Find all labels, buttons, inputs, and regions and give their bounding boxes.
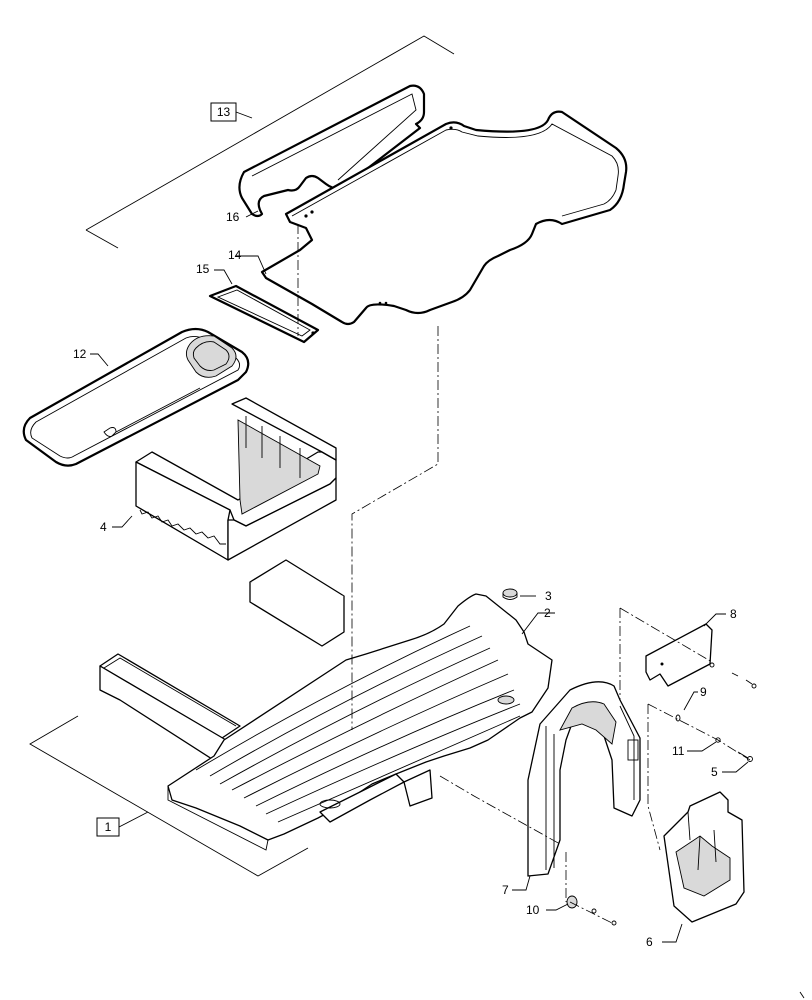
part-7-side-trim [527,681,641,877]
callout-6: 6 [646,935,653,949]
callout-3: 3 [545,589,552,603]
callout-10: 10 [526,903,540,917]
callout-16: 16 [226,210,240,224]
assembly-lines [297,224,751,925]
callout-8: 8 [730,607,737,621]
callout-15: 15 [196,262,210,276]
part-6-side-panel [663,791,745,923]
callout-12: 12 [73,347,87,361]
part-2-floor-pan [99,559,553,851]
callout-4: 4 [100,520,107,534]
callout-7: 7 [502,883,509,897]
part-14-floor-mat [260,110,628,326]
part-12-floor-panel [22,327,250,467]
part-8-plate [645,623,713,687]
group-1-bracket [29,715,309,877]
callout-5: 5 [711,765,718,779]
part-3-plug [502,588,518,600]
part-4-seat-box [135,397,337,561]
callout-14: 14 [228,248,242,262]
hardware-fasteners [566,662,757,926]
callout-9: 9 [700,685,707,699]
callout-11: 11 [672,744,685,758]
callout-13: 13 [217,105,231,119]
callout-2: 2 [544,606,551,620]
callout-1: 1 [105,820,112,834]
corner-mark [799,991,805,999]
group-13-bracket [85,35,455,249]
part-16-upper-mat [238,84,426,218]
part-15-pad [208,284,320,344]
